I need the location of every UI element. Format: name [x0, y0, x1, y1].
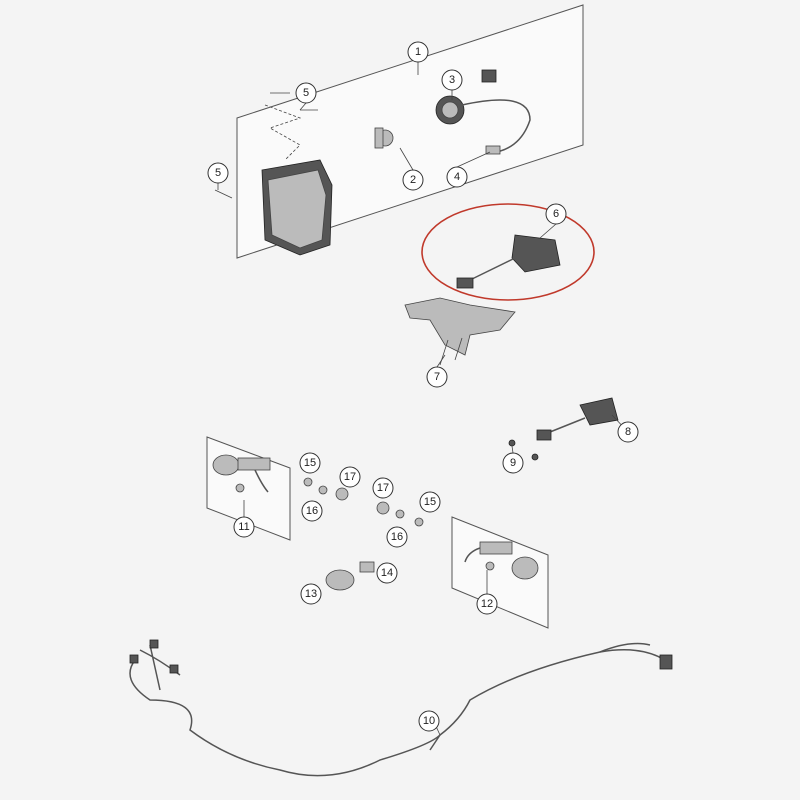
callout-17[interactable]: 17 [372, 477, 394, 499]
svg-text:5: 5 [303, 87, 309, 99]
indicator-lens-part[interactable] [325, 569, 355, 591]
screw-part[interactable] [214, 92, 318, 199]
callout-16[interactable]: 16 [301, 500, 323, 522]
svg-text:2: 2 [410, 174, 416, 186]
svg-text:17: 17 [344, 471, 356, 483]
svg-text:16: 16 [306, 505, 318, 517]
indicator-holder-part[interactable] [359, 561, 375, 573]
bulb-part[interactable] [374, 127, 394, 149]
callout-8[interactable]: 8 [617, 421, 639, 443]
callout-2[interactable]: 2 [402, 169, 424, 191]
callout-5[interactable]: 5 [295, 82, 317, 104]
highlight-ellipse [421, 203, 595, 301]
svg-text:9: 9 [510, 457, 516, 469]
washers-nuts-parts[interactable] [303, 477, 424, 527]
callout-16[interactable]: 16 [386, 526, 408, 548]
indicator-left-part[interactable] [212, 454, 271, 493]
svg-text:7: 7 [434, 371, 440, 383]
parking-bulb-part[interactable] [485, 145, 501, 155]
svg-text:11: 11 [238, 521, 249, 533]
svg-text:12: 12 [481, 598, 493, 610]
bulb-socket-part[interactable] [435, 69, 531, 154]
svg-text:16: 16 [391, 531, 403, 543]
indicator-right-panel [451, 516, 549, 629]
callout-15[interactable]: 15 [299, 452, 321, 474]
svg-text:14: 14 [381, 567, 393, 579]
svg-text:3: 3 [449, 74, 455, 86]
wiring-harness-part[interactable] [129, 649, 666, 777]
bracket-part[interactable] [404, 297, 516, 356]
svg-text:1: 1 [415, 46, 421, 58]
callout-3[interactable]: 3 [441, 69, 463, 91]
callout-6[interactable]: 6 [545, 203, 567, 225]
callout-5[interactable]: 5 [207, 162, 229, 184]
svg-text:15: 15 [424, 496, 436, 508]
callout-12[interactable]: 12 [476, 593, 498, 615]
svg-text:6: 6 [553, 208, 559, 220]
callout-13[interactable]: 13 [300, 583, 322, 605]
callout-11[interactable]: 11 [233, 516, 255, 538]
callout-9[interactable]: 9 [502, 452, 524, 474]
callout-1[interactable]: 1 [407, 41, 429, 63]
callout-17[interactable]: 17 [339, 466, 361, 488]
headlight-part[interactable] [261, 159, 333, 256]
svg-text:10: 10 [423, 715, 435, 727]
svg-text:17: 17 [377, 482, 389, 494]
callout-14[interactable]: 14 [376, 562, 398, 584]
svg-text:15: 15 [304, 457, 316, 469]
callout-4[interactable]: 4 [446, 166, 468, 188]
relay-module-part[interactable] [456, 234, 561, 289]
svg-text:4: 4 [454, 171, 460, 183]
license-light-part[interactable] [508, 397, 619, 461]
svg-text:5: 5 [215, 167, 221, 179]
callout-7[interactable]: 7 [426, 366, 448, 388]
svg-text:13: 13 [305, 588, 317, 600]
callout-10[interactable]: 10 [418, 710, 440, 732]
svg-text:8: 8 [625, 426, 631, 438]
indicator-right-part[interactable] [464, 541, 539, 580]
callout-15[interactable]: 15 [419, 491, 441, 513]
